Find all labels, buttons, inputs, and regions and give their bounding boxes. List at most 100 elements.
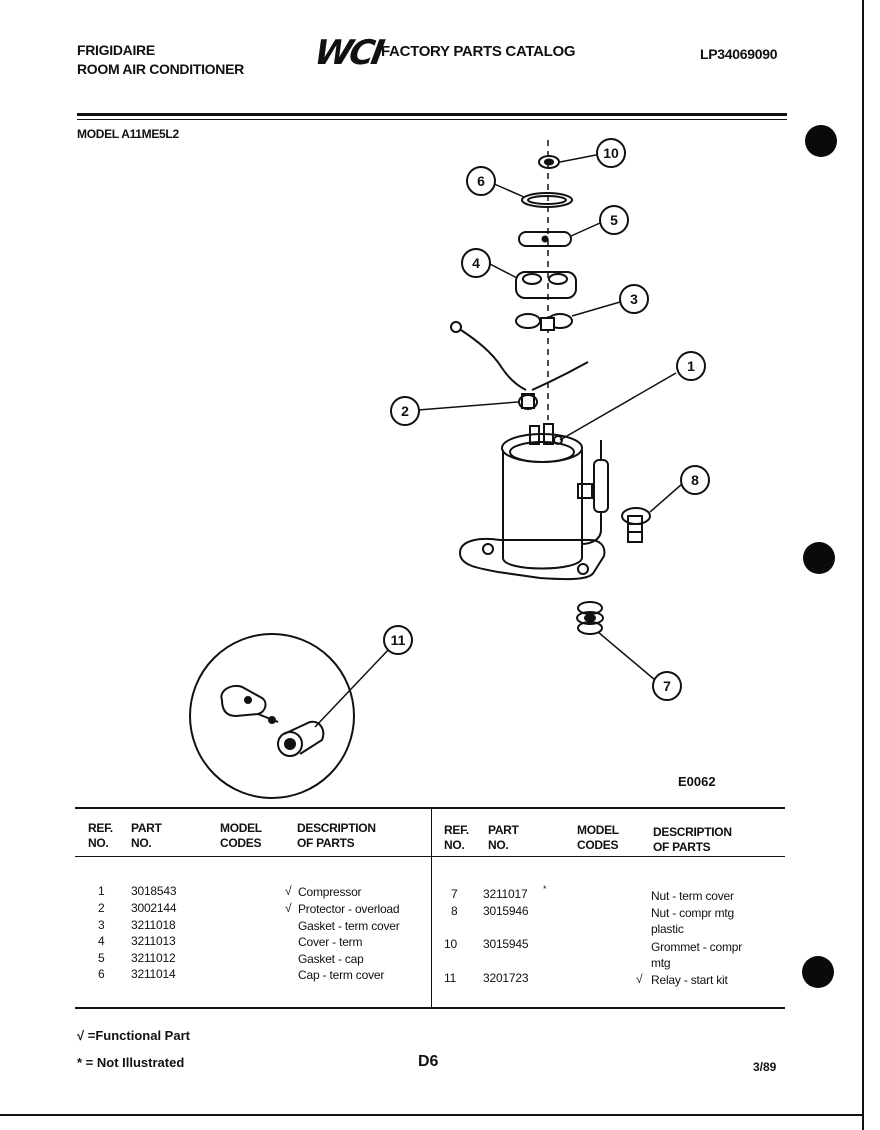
col-desc-header-1: DESCRIPTION: [297, 821, 376, 835]
row-ref: 8: [451, 904, 458, 918]
row-ref: 1: [98, 884, 105, 898]
row-ref: 3: [98, 918, 105, 932]
table-rule-header: [75, 856, 785, 857]
row-part-number: 3018543: [131, 884, 177, 898]
callout-8-circle: [680, 465, 710, 495]
col-part-header-right-1: PART: [488, 823, 519, 837]
col-part-header-1: PART: [131, 821, 162, 835]
col-ref-header-right-1: REF.: [444, 823, 469, 837]
col-desc-header-right-2: OF PARTS: [653, 840, 711, 854]
row-description: Gasket - term cover: [298, 919, 400, 933]
functional-mark: √: [285, 884, 292, 898]
callout-7-circle: [596, 138, 626, 168]
row-description-cont: plastic: [651, 922, 684, 936]
callout-1-label: 1: [687, 358, 695, 374]
col-model-header-right-2: CODES: [577, 838, 619, 852]
header-rule-thin: [77, 119, 787, 120]
callout-11-label: 11: [391, 632, 406, 648]
page-border-bottom: [0, 1114, 864, 1116]
row-part-number: 3201723: [483, 971, 529, 985]
callout-2-label: 2: [401, 403, 409, 419]
callout-4-circle: [461, 248, 491, 278]
row-part-number: 3211013: [131, 934, 176, 948]
row-part-number: 3002144: [131, 901, 177, 915]
row-description: Nut - term cover: [651, 889, 734, 903]
header-rule-thick: [77, 113, 787, 116]
row-ref: 10: [444, 937, 457, 951]
part-5-gasket-cap: [518, 231, 572, 247]
part-8-compressor-mounting-nut: [621, 507, 651, 543]
row-description: Cover - term: [298, 935, 363, 949]
callout-10-circle: [652, 671, 682, 701]
row-description: Relay - start kit: [651, 973, 728, 987]
row-part-number: 3211014: [131, 967, 176, 981]
col-ref-header-2: NO.: [88, 836, 109, 850]
row-description: Gasket - cap: [298, 952, 364, 966]
callout-5-circle: [599, 205, 629, 235]
functional-mark: √: [636, 972, 643, 986]
binder-hole-top: [805, 125, 837, 157]
col-desc-header-2: OF PARTS: [297, 836, 355, 850]
page-border-right: [862, 0, 864, 1130]
part-7-term-cover-nut: [538, 155, 560, 169]
not-illustrated-mark: *: [543, 884, 547, 894]
binder-hole-bottom: [802, 956, 834, 988]
part-2-overload-protector: [450, 321, 589, 410]
part-1-compressor: [458, 423, 609, 581]
callout-3-label: 3: [630, 291, 638, 307]
callout-6-label: 6: [477, 173, 485, 189]
row-description: Grommet - compr: [651, 940, 743, 954]
callout-2-circle: [390, 396, 420, 426]
table-rule-bottom: [75, 1007, 785, 1009]
part-3-gasket-term-cover: [515, 313, 573, 331]
callout-11-circle: [383, 625, 413, 655]
model-number: MODEL A11ME5L2: [77, 127, 179, 141]
part-11-relay-start-kit: [189, 633, 355, 799]
diagram-code: E0062: [678, 774, 716, 789]
brand-name: FRIGIDAIRE: [77, 42, 155, 58]
callout-3-circle: [619, 284, 649, 314]
row-part-number: 3015946: [483, 904, 529, 918]
callout-8-label: 8: [691, 472, 699, 488]
page-number: D6: [418, 1053, 439, 1070]
row-ref: 7: [451, 887, 458, 901]
row-ref: 4: [98, 934, 105, 948]
row-part-number: 3015945: [483, 937, 529, 951]
part-6-term-cover-cap: [521, 192, 573, 208]
part-10-compressor-grommet: [576, 601, 604, 635]
row-description: Compressor: [298, 885, 362, 899]
col-ref-header-1: REF.: [88, 821, 113, 835]
functional-mark: √: [285, 901, 292, 915]
row-description: Cap - term cover: [298, 968, 385, 982]
callout-6-circle: [466, 166, 496, 196]
functional-part-legend: √ =Functional Part: [77, 1028, 190, 1043]
row-part-number: 3211017: [483, 887, 528, 901]
row-ref: 5: [98, 951, 105, 965]
callout-7-label: 10: [603, 145, 619, 161]
col-model-header-right-1: MODEL: [577, 823, 619, 837]
col-model-header-2: CODES: [220, 836, 262, 850]
table-divider: [431, 809, 432, 1007]
row-part-number: 3211012: [131, 951, 176, 965]
revision-date: 3/89: [753, 1060, 777, 1074]
callout-1-circle: [676, 351, 706, 381]
row-ref: 2: [98, 901, 105, 915]
col-part-header-2: NO.: [131, 836, 152, 850]
row-description: Nut - compr mtg: [651, 906, 735, 920]
col-model-header-1: MODEL: [220, 821, 262, 835]
col-ref-header-right-2: NO.: [444, 838, 465, 852]
row-description-cont: mtg: [651, 956, 671, 970]
not-illustrated-legend: * = Not Illustrated: [77, 1055, 185, 1070]
binder-hole-middle: [803, 542, 835, 574]
catalog-title: FACTORY PARTS CATALOG: [381, 43, 576, 60]
callout-4-label: 4: [472, 255, 480, 271]
row-description: Protector - overload: [298, 902, 400, 916]
col-desc-header-right-1: DESCRIPTION: [653, 825, 732, 839]
product-name: ROOM AIR CONDITIONER: [77, 61, 244, 77]
col-part-header-right-2: NO.: [488, 838, 509, 852]
row-ref: 6: [98, 967, 105, 981]
table-rule-top: [75, 807, 785, 809]
part-4-term-cover: [515, 271, 577, 299]
callout-10-label: 7: [663, 678, 671, 694]
